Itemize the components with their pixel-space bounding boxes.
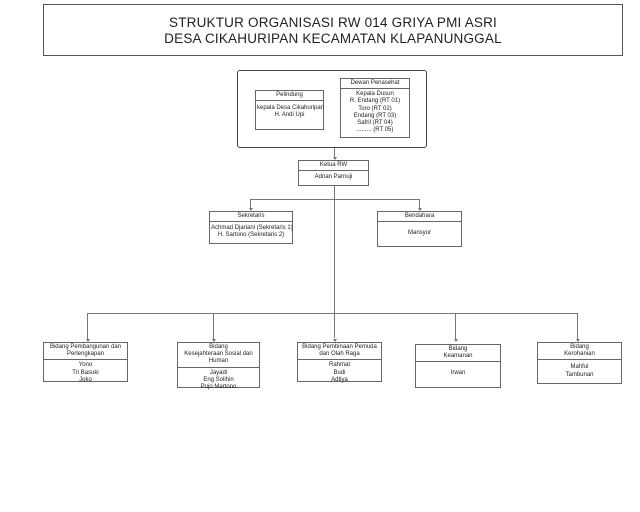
bidang-title: Bidang bbox=[448, 346, 468, 352]
bidang-kerohanian-node: Bidang Kerohanian Mahful Tambunan bbox=[537, 342, 622, 384]
bidang-member: Adtiya bbox=[331, 376, 348, 383]
connector-arrow bbox=[85, 339, 90, 342]
bendahara-title: Bendahara bbox=[378, 212, 461, 223]
connector-arrow bbox=[575, 339, 580, 342]
connector-arrow bbox=[211, 339, 216, 342]
bidang-member: Irwan bbox=[450, 370, 466, 377]
connector-line bbox=[213, 313, 214, 341]
bidang-member: Eng Solihin bbox=[203, 376, 234, 383]
dewan-member: Endang (RT 03) bbox=[353, 112, 397, 119]
bidang-pembangunan-node: Bidang Pembangunan dan Perlengkapan Yono… bbox=[43, 342, 128, 383]
dewan-member: ......... (RT 05) bbox=[356, 127, 394, 134]
connector-arrow bbox=[332, 339, 337, 342]
dewan-penasehat-node: Dewan Penasehat Kepala Dusun R. Endang (… bbox=[340, 78, 410, 138]
connector-arrow bbox=[332, 157, 337, 160]
bendahara-member: Mansyur bbox=[407, 230, 431, 237]
chart-title: STRUKTUR ORGANISASI RW 014 GRIYA PMI ASR… bbox=[43, 4, 623, 56]
title-line-1: STRUKTUR ORGANISASI RW 014 GRIYA PMI ASR… bbox=[168, 15, 498, 30]
connector-arrow bbox=[417, 208, 422, 211]
bidang-pemuda-node: Bidang Pembinaan Pemuda dan Olah Raga Ra… bbox=[297, 342, 382, 383]
connector-line bbox=[87, 313, 88, 341]
dewan-member: Toro (RT 02) bbox=[358, 105, 392, 112]
bidang-member: Pujo Martono bbox=[200, 384, 237, 391]
dewan-member: Safril (RT 04) bbox=[357, 120, 393, 127]
bidang-member: Budi bbox=[333, 369, 346, 376]
advisory-group bbox=[237, 70, 427, 148]
pelindung-member: kepala Desa Cikahuripan bbox=[257, 105, 325, 112]
ketua-rw-title: Ketua RW bbox=[299, 161, 368, 172]
bidang-member: Jayadi bbox=[209, 369, 228, 376]
bidang-member: Joko bbox=[79, 376, 92, 383]
bidang-title: dan Olah Raga bbox=[319, 351, 360, 358]
pelindung-title: Pelindung bbox=[256, 91, 323, 102]
bidang-title: Kesejahteraan Sosial dan bbox=[184, 351, 253, 358]
bidang-kesejahteraan-node: Bidang Kesejahteraan Sosial dan Human Ja… bbox=[177, 342, 260, 391]
pelindung-node: Pelindung kepala Desa Cikahuripan H. And… bbox=[255, 90, 324, 130]
bidang-title: Bidang bbox=[570, 344, 589, 350]
bidang-title: Bidang Pembinaan Pemuda bbox=[302, 344, 377, 350]
bidang-title: Human bbox=[208, 358, 229, 365]
sekretaris-member: H. Sartono (Sekretaris 2) bbox=[217, 232, 285, 239]
ketua-rw-member: Adnan Parnuji bbox=[314, 174, 353, 181]
branch-line-bidang bbox=[87, 313, 578, 314]
bidang-title: Bidang bbox=[209, 344, 228, 350]
bidang-member: Tri Basuki bbox=[72, 369, 99, 376]
bidang-title: Kerohanian bbox=[564, 351, 595, 358]
bidang-member: Tambunan bbox=[565, 371, 594, 378]
bidang-member: Rahmat bbox=[328, 362, 350, 369]
dewan-penasehat-title: Dewan Penasehat bbox=[341, 79, 409, 90]
connector-line bbox=[455, 313, 456, 341]
bendahara-node: Bendahara Mansyur bbox=[377, 211, 462, 247]
dewan-member: R. Endang (RT 01) bbox=[349, 98, 401, 105]
connector-line bbox=[250, 199, 251, 210]
title-line-2: DESA CIKAHURIPAN KECAMATAN KLAPANUNGGAL bbox=[164, 31, 502, 46]
sekretaris-member: Achmad Djariani (Sekretaris 1) bbox=[211, 225, 293, 232]
bidang-title: Bidang Pembangunan dan bbox=[49, 344, 122, 350]
connector-arrow bbox=[248, 208, 253, 211]
bidang-member: Yono bbox=[78, 362, 93, 369]
bidang-title: Keamanan bbox=[443, 353, 473, 360]
connector-arrow bbox=[453, 339, 458, 342]
bidang-member: Mahful bbox=[570, 364, 589, 371]
bidang-title: Perlengkapan bbox=[66, 351, 105, 358]
pelindung-member: H. Andi Upi bbox=[274, 112, 305, 119]
sekretaris-node: Sekretaris Achmad Djariani (Sekretaris 1… bbox=[209, 211, 293, 244]
bidang-keamanan-node: Bidang Keamanan Irwan bbox=[415, 344, 501, 388]
sekretaris-title: Sekretaris bbox=[210, 212, 292, 223]
branch-line-staff bbox=[250, 199, 420, 200]
trunk-line bbox=[334, 186, 335, 338]
connector-line bbox=[334, 148, 335, 159]
connector-line bbox=[419, 199, 420, 210]
connector-line bbox=[577, 313, 578, 341]
dewan-member: Kepala Dusun bbox=[356, 91, 394, 98]
ketua-rw-node: Ketua RW Adnan Parnuji bbox=[298, 160, 369, 186]
